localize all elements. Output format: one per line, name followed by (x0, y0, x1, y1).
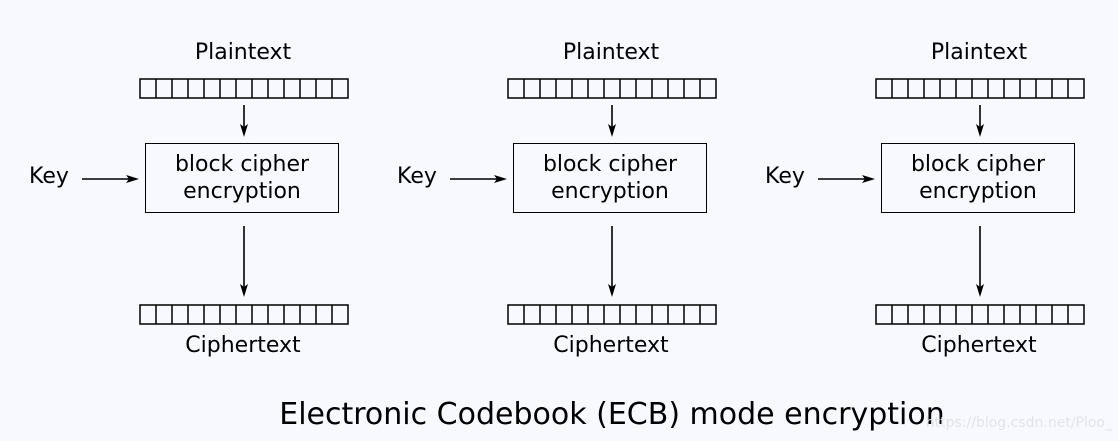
cipher-line1-2: block cipher (542, 152, 678, 177)
ciphertext-label-3: Ciphertext (921, 333, 1037, 358)
cipher-line1-3: block cipher (910, 152, 1046, 177)
diagram-caption: Electronic Codebook (ECB) mode encryptio… (279, 397, 945, 432)
ciphertext-bit-strip-2 (507, 304, 717, 325)
ciphertext-bit-strip-3-frame (875, 304, 1085, 325)
key-label-1: Key (29, 164, 69, 189)
plaintext-bit-strip-1-frame (139, 78, 349, 99)
cipher-line1-1: block cipher (174, 152, 310, 177)
key-label-3: Key (765, 164, 805, 189)
cipher-to-ciphertext-arrow-2-head (608, 284, 616, 297)
plaintext-label-2: Plaintext (562, 40, 660, 65)
ciphertext-bit-strip-1-frame (139, 304, 349, 325)
block-cipher-box-1: block cipher encryption (145, 143, 339, 213)
ciphertext-label-2: Ciphertext (553, 333, 669, 358)
plaintext-to-cipher-arrow-3-head (976, 124, 984, 137)
plaintext-bit-strip-3 (875, 78, 1085, 99)
key-arrow-2-head (494, 175, 507, 183)
key-arrow-1-head (126, 175, 139, 183)
plaintext-bit-strip-2 (507, 78, 717, 99)
ciphertext-label-1: Ciphertext (185, 333, 301, 358)
plaintext-bit-strip-2-frame (507, 78, 717, 99)
ciphertext-bit-strip-1 (139, 304, 349, 325)
plaintext-label-3: Plaintext (930, 40, 1028, 65)
plaintext-label-1: Plaintext (194, 40, 292, 65)
plaintext-bit-strip-3-frame (875, 78, 1085, 99)
cipher-to-ciphertext-arrow-1-head (240, 284, 248, 297)
key-label-2: Key (397, 164, 437, 189)
plaintext-bit-strip-1 (139, 78, 349, 99)
cipher-line2-1: encryption (183, 179, 301, 204)
plaintext-to-cipher-arrow-2-head (608, 124, 616, 137)
ciphertext-bit-strip-2-frame (507, 304, 717, 325)
plaintext-to-cipher-arrow-1-head (240, 124, 248, 137)
cipher-line2-3: encryption (919, 179, 1037, 204)
cipher-to-ciphertext-arrow-3-head (976, 284, 984, 297)
cipher-line2-2: encryption (551, 179, 669, 204)
block-cipher-box-2: block cipher encryption (513, 143, 707, 213)
watermark-text: https://blog.csdn.net/Ploo_ (925, 415, 1112, 431)
key-arrow-3-head (862, 175, 875, 183)
ciphertext-bit-strip-3 (875, 304, 1085, 325)
block-cipher-box-3: block cipher encryption (881, 143, 1075, 213)
